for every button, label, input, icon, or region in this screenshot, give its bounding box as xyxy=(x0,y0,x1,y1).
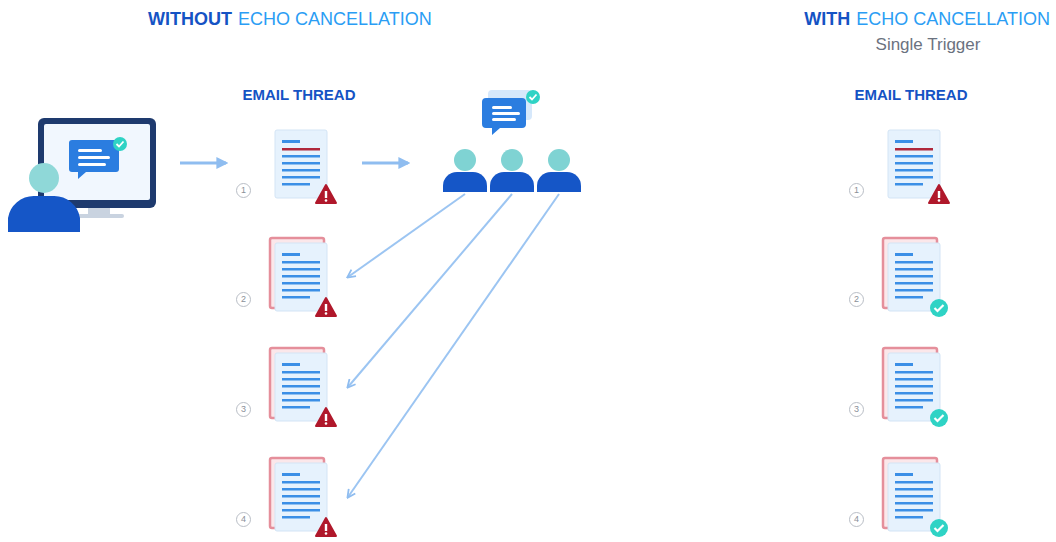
heading-text: ECHO CANCELLATION xyxy=(238,9,432,30)
email-document: 4 xyxy=(236,456,336,540)
recipients-icon xyxy=(443,90,581,192)
email-document: 1 xyxy=(236,127,336,211)
document-icon xyxy=(266,127,338,211)
reply-arrow xyxy=(348,194,512,387)
email-document: 2 xyxy=(849,236,949,320)
flow-arrow xyxy=(362,162,408,165)
document-icon xyxy=(266,236,338,320)
document-icon xyxy=(879,346,951,430)
callout-number: 1 xyxy=(236,183,251,198)
email-document: 3 xyxy=(849,346,949,430)
heading-text: ECHO CANCELLATION xyxy=(856,9,1050,30)
reply-arrow xyxy=(348,194,465,277)
document-icon xyxy=(266,346,338,430)
callout-number: 3 xyxy=(236,402,251,417)
document-icon xyxy=(879,456,951,540)
callout-number: 4 xyxy=(849,512,864,527)
heading-word: WITH xyxy=(804,9,850,30)
subheading: Single Trigger xyxy=(876,35,981,55)
column-heading: EMAIL THREAD xyxy=(854,86,967,103)
callout-number: 1 xyxy=(849,183,864,198)
user-icon xyxy=(8,163,80,232)
callout-number: 4 xyxy=(236,512,251,527)
document-icon xyxy=(266,456,338,540)
column-heading: EMAIL THREAD xyxy=(242,86,355,103)
email-document: 4 xyxy=(849,456,949,540)
email-document: 3 xyxy=(236,346,336,430)
email-document: 1 xyxy=(849,127,949,211)
email-document: 2 xyxy=(236,236,336,320)
heading-word: WITHOUT xyxy=(148,9,232,30)
flow-arrow xyxy=(180,162,226,165)
callout-number: 2 xyxy=(849,292,864,307)
callout-number: 3 xyxy=(849,402,864,417)
document-icon xyxy=(879,236,951,320)
callout-number: 2 xyxy=(236,292,251,307)
document-icon xyxy=(879,127,951,211)
reply-arrow xyxy=(348,194,559,497)
